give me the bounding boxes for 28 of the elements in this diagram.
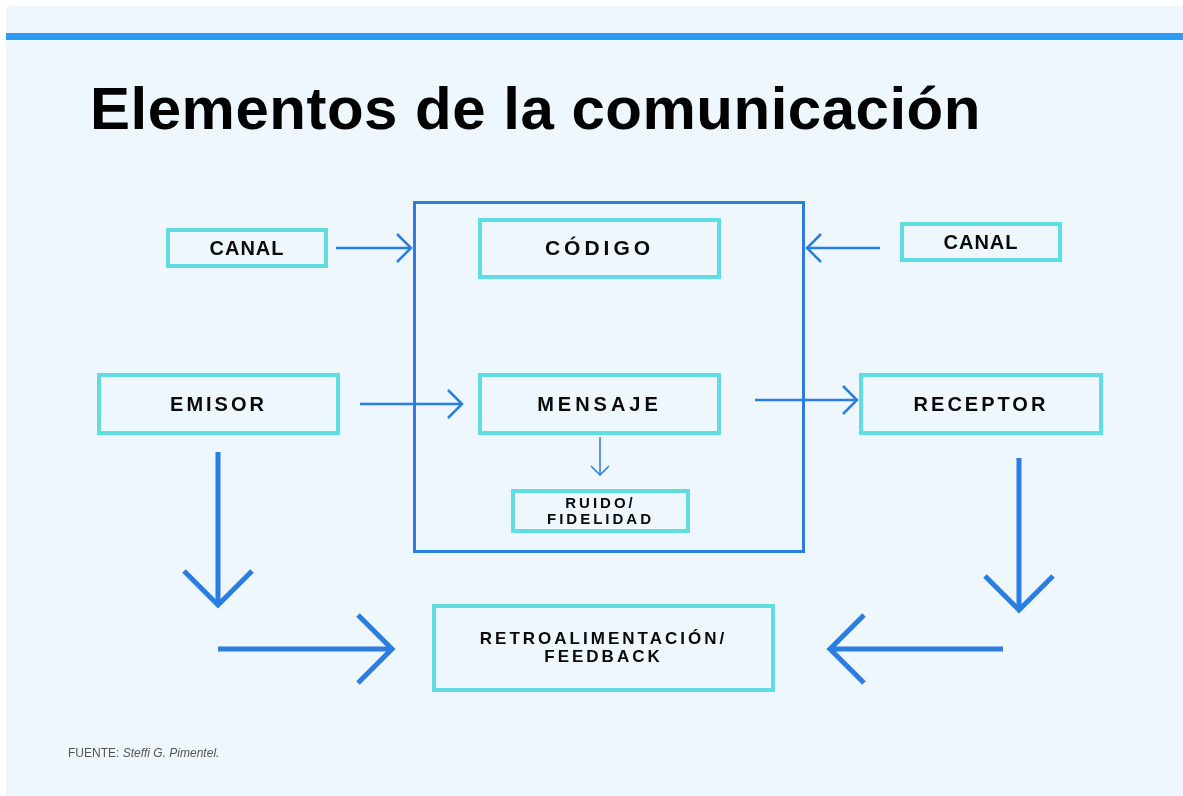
source-note: FUENTE: Steffi G. Pimentel. xyxy=(68,746,220,760)
box-label: CÓDIGO xyxy=(544,237,655,260)
arrow xyxy=(827,612,1003,686)
title: Elementos de la comunicación xyxy=(90,74,981,143)
arrow xyxy=(360,388,464,420)
arrow xyxy=(181,452,255,608)
box-label: CANAL xyxy=(943,231,1019,253)
process-box xyxy=(859,373,1103,435)
container-box xyxy=(413,201,805,553)
process-box xyxy=(478,373,721,435)
arrow xyxy=(590,436,610,476)
box-label: CANAL xyxy=(209,237,285,259)
process-box xyxy=(432,604,775,692)
box-label: RECEPTOR xyxy=(913,393,1049,415)
arrow xyxy=(805,232,880,264)
box-label: EMISOR xyxy=(170,393,267,415)
arrow xyxy=(336,232,413,264)
arrow xyxy=(218,612,395,686)
arrow xyxy=(755,384,859,416)
process-box xyxy=(97,373,340,435)
process-box xyxy=(511,489,690,533)
box-label: RUIDO/ FIDELIDAD xyxy=(546,495,655,527)
process-box xyxy=(166,228,328,268)
process-box xyxy=(478,218,721,279)
box-label: MENSAJE xyxy=(537,393,662,415)
arrow xyxy=(982,458,1056,613)
box-label: RETROALIMENTACIÓN/ FEEDBACK xyxy=(478,630,729,666)
process-box xyxy=(900,222,1062,262)
